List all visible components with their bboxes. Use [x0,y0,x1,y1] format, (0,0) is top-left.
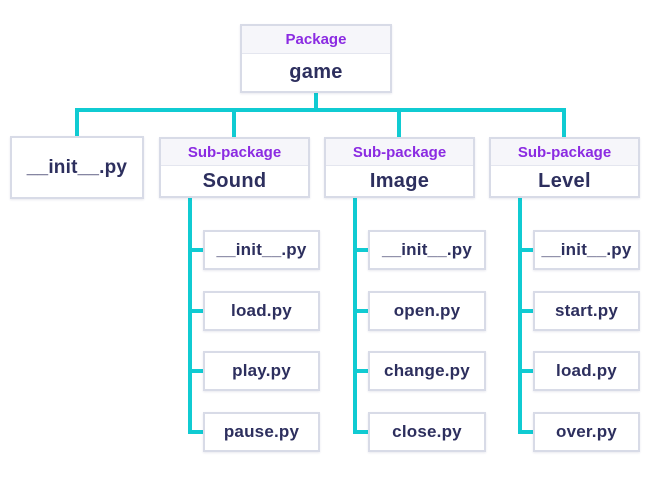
node-file: pause.py [203,412,320,452]
node-file: __init__.py [203,230,320,270]
subpackage-name: Sound [202,169,267,192]
node-file: start.py [533,291,640,331]
connector-drop-sound [232,110,236,137]
connector-stub [188,430,203,434]
connector-trunk-image [353,198,357,434]
connector-stub [353,430,368,434]
connector-stub [353,248,368,252]
node-subpackage-sound: Sub-package Sound [159,137,310,198]
node-file: change.py [368,351,486,391]
node-file: open.py [368,291,486,331]
connector-bus-line [75,108,566,112]
node-file: __init__.py [533,230,640,270]
connector-stub [188,248,203,252]
connector-stub [353,309,368,313]
node-file: close.py [368,412,486,452]
node-file: play.py [203,351,320,391]
node-subpackage-image: Sub-package Image [324,137,475,198]
node-file: __init__.py [368,230,486,270]
subpackage-badge: Sub-package [491,139,638,166]
connector-stub [188,369,203,373]
package-badge: Package [242,26,390,54]
node-file-init-root: __init__.py [10,136,144,199]
connector-stub [518,248,533,252]
node-subpackage-level: Sub-package Level [489,137,640,198]
subpackage-badge: Sub-package [161,139,308,166]
connector-stub [518,369,533,373]
connector-root-stub [314,93,318,110]
node-file: load.py [203,291,320,331]
connector-trunk-level [518,198,522,434]
node-file: load.py [533,351,640,391]
connector-drop-init [75,110,79,136]
connector-stub [188,309,203,313]
connector-stub [518,309,533,313]
connector-stub [353,369,368,373]
subpackage-name: Level [538,169,591,192]
package-name: game [289,61,343,83]
connector-stub [518,430,533,434]
connector-drop-level [562,110,566,137]
connector-trunk-sound [188,198,192,434]
subpackage-name: Image [369,169,430,192]
subpackage-badge: Sub-package [326,139,473,166]
node-package-game: Package game [240,24,392,93]
node-file: over.py [533,412,640,452]
connector-drop-image [397,110,401,137]
